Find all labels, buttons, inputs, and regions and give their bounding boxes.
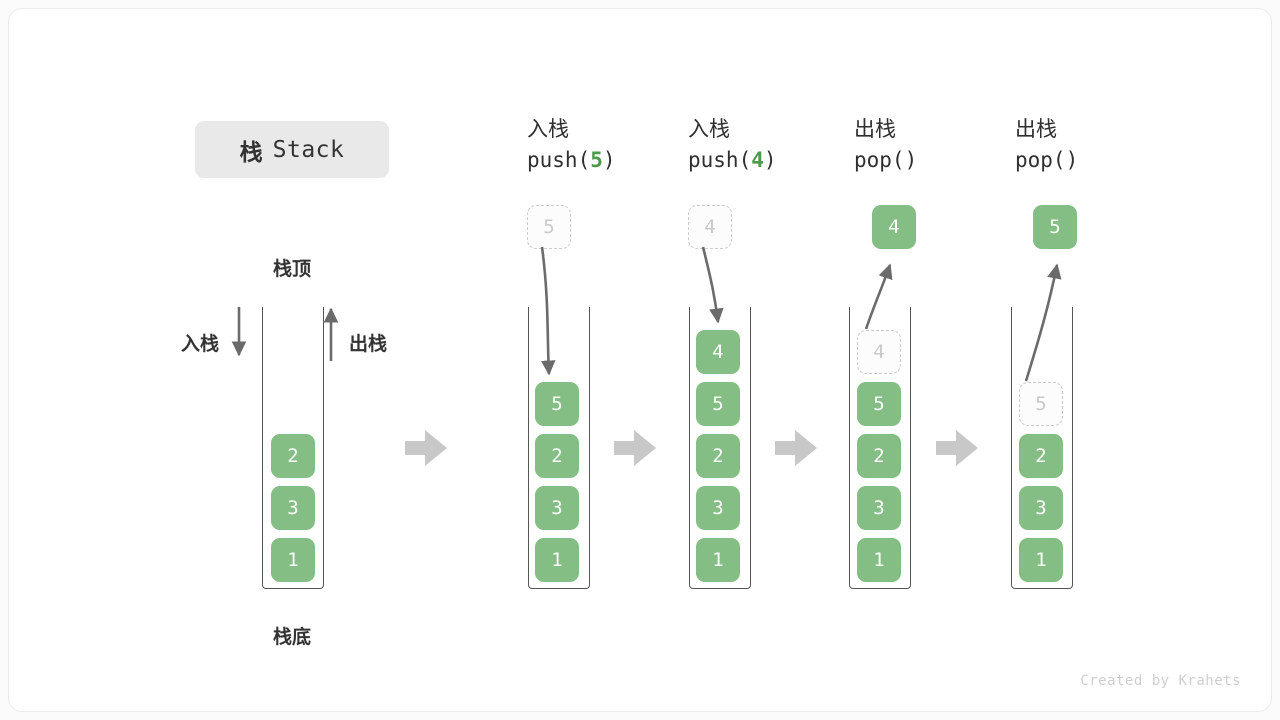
stack-top-label: 栈顶 (272, 259, 311, 280)
stack-container-initial (262, 307, 324, 589)
footer-credit: Created by Krahets (1080, 673, 1241, 689)
header-operation-cn: 出栈 (854, 118, 896, 141)
popped-ghost-cell: 5 (1019, 382, 1063, 426)
stack-container-pop-2 (1011, 307, 1073, 589)
outgoing-cell: 4 (872, 205, 916, 249)
stack-cell: 2 (696, 434, 740, 478)
stage-flow-arrow (614, 430, 656, 466)
header-operation-code: push(5) (527, 148, 616, 173)
stack-cell: 5 (857, 382, 901, 426)
stage-flow-arrow (936, 430, 978, 466)
header-operation-cn: 入栈 (527, 118, 569, 141)
column-header-pop-2: 出栈 pop() (1015, 115, 1195, 176)
header-operation-code: pop() (1015, 148, 1079, 173)
stack-cell: 3 (696, 486, 740, 530)
stack-cell: 1 (535, 538, 579, 582)
push-direction-label: 入栈 (181, 334, 220, 355)
stack-cell: 3 (271, 486, 315, 530)
column-header-pop-1: 出栈 pop() (854, 115, 1034, 176)
stack-container-pop-1 (849, 307, 911, 589)
diagram-card: 栈 Stack 栈顶 入栈 出栈 2 3 1 栈底 入栈 push(5) 5 5… (8, 8, 1272, 712)
stack-cell: 5 (696, 382, 740, 426)
column-header-push-4: 入栈 push(4) (688, 115, 868, 176)
stack-cell: 5 (535, 382, 579, 426)
stack-cell: 1 (696, 538, 740, 582)
column-header-push-5: 入栈 push(5) (527, 115, 707, 176)
header-operation-cn: 出栈 (1015, 118, 1057, 141)
stack-cell: 2 (857, 434, 901, 478)
stack-cell: 2 (1019, 434, 1063, 478)
incoming-ghost-cell: 5 (527, 205, 571, 249)
stack-cell: 1 (271, 538, 315, 582)
header-operation-code: pop() (854, 148, 918, 173)
stage-flow-arrow (405, 430, 447, 466)
stack-container-push-5 (528, 307, 590, 589)
stage-flow-arrow (775, 430, 817, 466)
header-operation-cn: 入栈 (688, 118, 730, 141)
stack-cell: 3 (535, 486, 579, 530)
diagram-title: 栈 Stack (195, 121, 389, 178)
stack-cell: 4 (696, 330, 740, 374)
stack-cell: 2 (535, 434, 579, 478)
stack-cell: 1 (1019, 538, 1063, 582)
incoming-ghost-cell: 4 (688, 205, 732, 249)
pop-direction-label: 出栈 (349, 334, 388, 355)
stack-cell: 3 (1019, 486, 1063, 530)
stack-container-push-4 (689, 307, 751, 589)
outgoing-cell: 5 (1033, 205, 1077, 249)
title-english: Stack (272, 136, 345, 163)
stack-cell: 2 (271, 434, 315, 478)
title-chinese: 栈 (239, 138, 263, 165)
popped-ghost-cell: 4 (857, 330, 901, 374)
stack-cell: 1 (857, 538, 901, 582)
header-operation-code: push(4) (688, 148, 777, 173)
stack-cell: 3 (857, 486, 901, 530)
stack-bottom-label: 栈底 (272, 627, 311, 648)
